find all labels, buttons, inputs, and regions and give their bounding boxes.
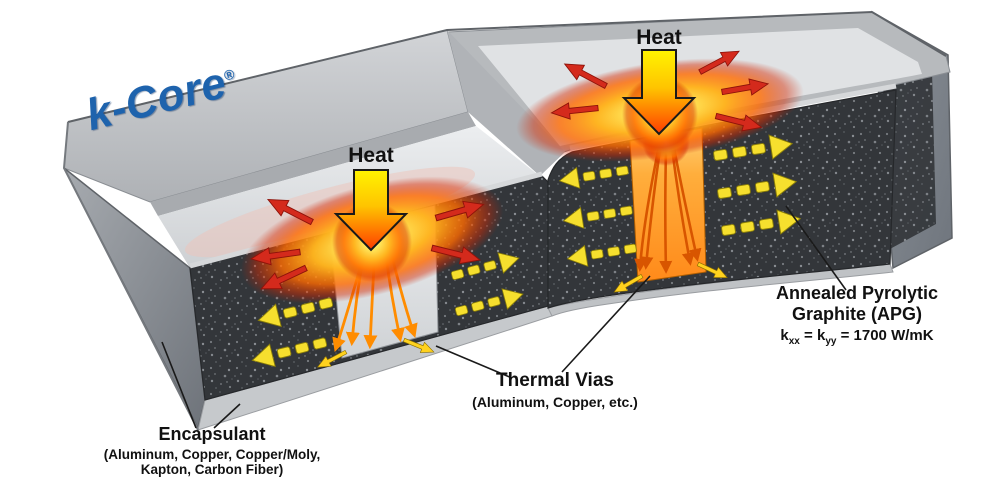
leader-line-thermal-vias-right [561, 275, 651, 373]
apg-title-line2: Graphite (APG) [791, 303, 922, 324]
formula-sub-yy: yy [825, 336, 837, 348]
leader-line-thermal-vias-left [435, 345, 513, 379]
heat-arrow-down-icon-right [621, 49, 697, 136]
thermal-vias-label: Thermal Vias (Aluminum, Copper, etc.) [443, 370, 667, 410]
formula-k1: k [780, 327, 789, 345]
leader-line-encapsulant-skin [213, 403, 241, 429]
apg-label: Annealed Pyrolytic Graphite (APG) kxx = … [726, 283, 988, 348]
leader-line-apg [785, 205, 847, 291]
encapsulant-materials-line2: Kapton, Carbon Fiber) [140, 462, 284, 478]
leader-line-encapsulant-shell [161, 341, 197, 429]
formula-mid: = k [799, 327, 826, 345]
encapsulant-title: Encapsulant [158, 424, 266, 444]
heat-arrow-down-icon-left [333, 169, 409, 252]
slab-outline [67, 10, 947, 123]
thermal-vias-materials: (Aluminum, Copper, etc.) [472, 393, 638, 410]
encapsulant-materials-line1: (Aluminum, Copper, Copper/Moly, [103, 446, 321, 462]
registered-mark: ® [221, 65, 237, 84]
heat-label-left: Heat [348, 144, 394, 167]
leader-lines [161, 205, 847, 429]
slab-outline-left [62, 121, 199, 431]
formula-sub-xx: xx [788, 336, 800, 348]
bottom-skin-right [547, 263, 894, 317]
thermal-vias-title: Thermal Vias [496, 370, 614, 391]
apg-title-line1: Annealed Pyrolytic [775, 283, 939, 303]
apg-conductivity-formula: kxx = kyy = 1700 W/mK [726, 327, 988, 348]
encapsulant-label: Encapsulant (Aluminum, Copper, Copper/Mo… [56, 424, 368, 478]
formula-value: = 1700 W/mK [836, 327, 934, 345]
heat-label-right: Heat [636, 26, 682, 49]
